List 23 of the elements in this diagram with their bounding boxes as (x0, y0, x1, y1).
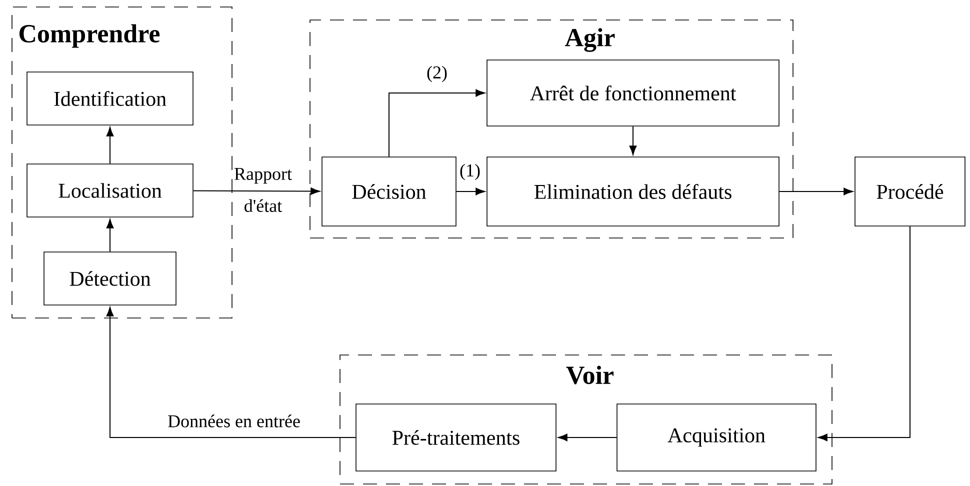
arrow (456, 188, 485, 196)
process-box: Localisation (26, 164, 194, 218)
process-box: Pré-traitements (356, 404, 556, 472)
process-box: Détection (44, 252, 176, 306)
process-box: Acquisition (616, 404, 816, 472)
arrow (106, 219, 114, 252)
arrow (818, 226, 910, 442)
edge-label: (1) (460, 164, 480, 180)
edge-label: (2) (427, 66, 447, 82)
edge-label: Rapport d'état (234, 168, 292, 212)
arrow (388, 89, 485, 158)
process-box: Arrêt de fonctionnement (486, 60, 780, 126)
arrow (106, 307, 356, 438)
process-box: Procédé (854, 156, 966, 226)
edge-label: Données en entrée (168, 414, 300, 428)
arrow (106, 127, 114, 164)
process-box: Décision (322, 156, 456, 226)
arrow (558, 434, 618, 442)
arrow (192, 188, 320, 195)
process-box: Elimination des défauts (486, 156, 780, 226)
arrow (629, 126, 637, 155)
process-box: Identification (26, 72, 194, 126)
arrow (778, 188, 853, 196)
